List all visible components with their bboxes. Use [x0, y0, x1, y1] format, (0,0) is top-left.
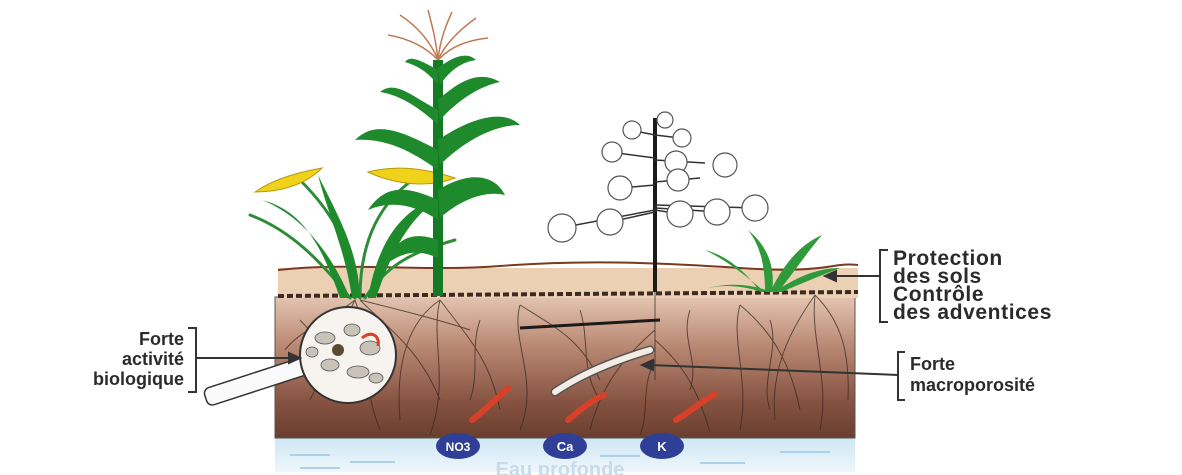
nutrients: NO3 Ca K — [436, 433, 684, 459]
nutrient-no3-label: NO3 — [446, 440, 471, 454]
cotton-boll — [597, 209, 623, 235]
cotton-boll — [602, 142, 622, 162]
grain-head — [255, 168, 455, 192]
cotton-boll — [657, 112, 673, 128]
cotton-boll — [673, 129, 691, 147]
activite-label-3: biologique — [0, 370, 184, 388]
maize-plant — [355, 10, 520, 296]
cotton-boll — [713, 153, 737, 177]
cotton-boll — [704, 199, 730, 225]
activite-label-2: activité — [0, 350, 184, 368]
activite-label-1: Forte — [0, 330, 184, 348]
protection-bracket — [880, 250, 888, 322]
cotton-plant — [548, 112, 768, 292]
cotton-boll — [623, 121, 641, 139]
protection-label-4: des adventices — [893, 302, 1052, 323]
deep-water-label: Eau profonde — [496, 459, 625, 475]
cotton-boll — [667, 201, 693, 227]
cotton-boll — [548, 214, 576, 242]
cotton-boll — [667, 169, 689, 191]
nutrient-k-label: K — [657, 439, 667, 454]
macroporosite-bracket — [898, 352, 905, 400]
activite-bracket — [188, 328, 196, 392]
nutrient-ca-label: Ca — [557, 439, 574, 454]
cotton-boll — [742, 195, 768, 221]
macroporosite-label-1: Forte — [910, 355, 955, 373]
macroporosite-label-2: macroporosité — [910, 376, 1035, 394]
cotton-boll — [608, 176, 632, 200]
